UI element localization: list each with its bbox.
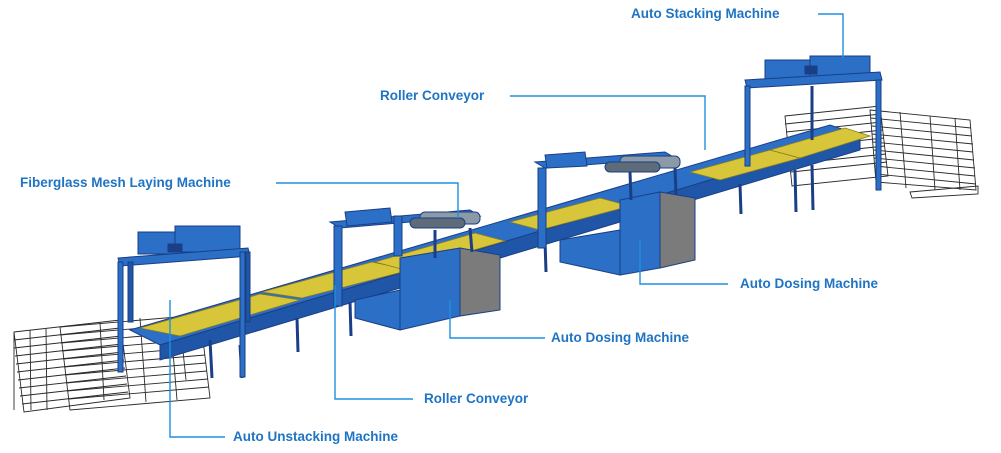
- leader-lines: [169, 13, 844, 438]
- auto-unstacking-machine-label: Auto Unstacking Machine: [233, 429, 399, 444]
- dosing-machine-right: [533, 151, 696, 276]
- fiberglass-mesh-laying-machine-label: Fiberglass Mesh Laying Machine: [20, 175, 231, 190]
- dosing-machine-center: [328, 207, 501, 331]
- unstacking-gantry: [117, 225, 251, 378]
- auto-stacking-machine-label: Auto Stacking Machine: [631, 6, 780, 21]
- auto-dosing-machine-center-label: Auto Dosing Machine: [551, 330, 689, 345]
- auto-dosing-machine-right-label: Auto Dosing Machine: [740, 276, 878, 291]
- roller-conveyor-top-label: Roller Conveyor: [380, 88, 485, 103]
- roller-conveyor-bottom-label: Roller Conveyor: [424, 391, 529, 406]
- stacking-gantry: [744, 55, 883, 191]
